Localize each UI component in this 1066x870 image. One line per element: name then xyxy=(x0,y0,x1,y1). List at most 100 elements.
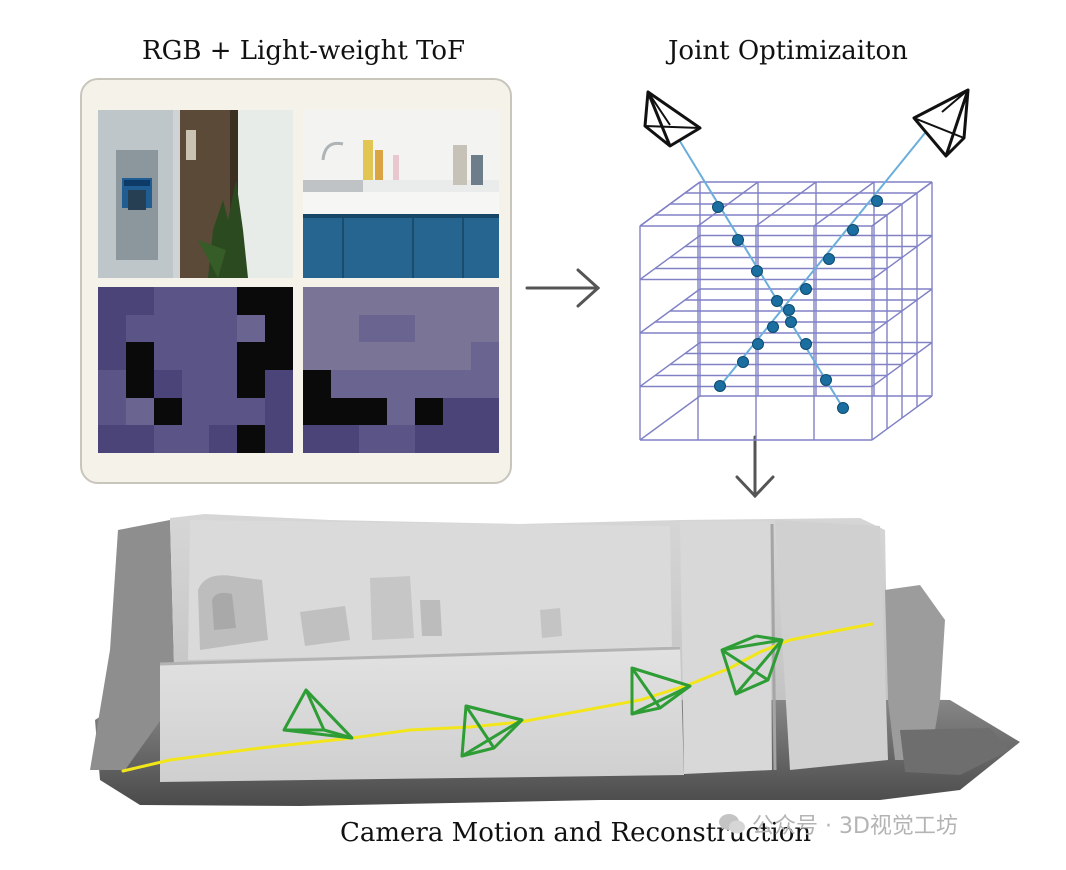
tof-pixel xyxy=(209,397,238,426)
tof-pixel xyxy=(181,397,210,426)
tof-pixel xyxy=(443,287,471,315)
tof-pixel xyxy=(387,369,415,398)
sample-point xyxy=(847,224,859,236)
tof-pixel xyxy=(443,314,471,343)
tof-pixel xyxy=(471,369,499,398)
sample-point xyxy=(732,234,744,246)
camera-frustum-icon xyxy=(912,88,970,158)
tof-pixel xyxy=(415,425,443,453)
watermark-text: 公众号 · 3D视觉工坊 xyxy=(752,814,958,839)
tof-pixel xyxy=(265,369,293,398)
tof-pixel xyxy=(237,287,266,315)
tof-pixel xyxy=(125,287,154,315)
tof-pixel xyxy=(153,314,182,343)
tof-pixel xyxy=(265,314,293,343)
tof-pixel xyxy=(415,342,443,370)
tof-pixel xyxy=(209,369,238,398)
tof-pixel xyxy=(415,287,443,315)
sample-point xyxy=(837,402,849,414)
tof-pixel xyxy=(265,342,293,370)
tof-pixel xyxy=(359,287,387,315)
tof-pixel xyxy=(387,425,415,453)
tof-pixel xyxy=(387,397,415,426)
sample-point xyxy=(752,338,764,350)
sample-point xyxy=(783,304,795,316)
camera-frustum-icon xyxy=(282,688,354,740)
sample-points xyxy=(712,195,883,414)
tof-pixel xyxy=(98,425,126,453)
tof-pixel xyxy=(265,425,293,453)
tof-pixel xyxy=(387,314,415,343)
tof-pixel xyxy=(237,314,266,343)
tof-pixel xyxy=(98,342,126,370)
tof-pixel xyxy=(98,397,126,426)
tof-pixel xyxy=(153,425,182,453)
tof-pixel xyxy=(181,369,210,398)
sample-point xyxy=(800,338,812,350)
tof-depth-map-left xyxy=(98,287,293,453)
tof-pixel xyxy=(237,425,266,453)
sample-point xyxy=(712,201,724,213)
tof-pixel xyxy=(125,425,154,453)
sample-point xyxy=(767,321,779,333)
tof-pixel xyxy=(359,425,387,453)
tof-pixel xyxy=(387,342,415,370)
tof-pixel xyxy=(303,397,331,426)
tof-pixel xyxy=(471,342,499,370)
tof-pixel xyxy=(303,314,331,343)
rgb-image-door xyxy=(98,110,293,278)
tof-pixel xyxy=(471,287,499,315)
wechat-logo-icon xyxy=(718,812,746,842)
tof-pixel xyxy=(125,314,154,343)
sample-point xyxy=(823,253,835,265)
tof-pixel xyxy=(237,369,266,398)
tof-pixel xyxy=(209,287,238,315)
rgb-image-kitchen xyxy=(303,110,499,278)
tof-pixel xyxy=(471,425,499,453)
tof-pixel xyxy=(237,342,266,370)
tof-pixel xyxy=(443,342,471,370)
sample-point xyxy=(785,316,797,328)
camera-frustum-icon xyxy=(460,704,524,758)
camera-frustum-icon xyxy=(643,90,702,148)
tof-pixel xyxy=(471,314,499,343)
watermark: 公众号 · 3D视觉工坊 xyxy=(718,808,958,842)
tof-pixel xyxy=(265,287,293,315)
tof-pixel xyxy=(303,287,331,315)
tof-pixel xyxy=(265,397,293,426)
tof-pixel xyxy=(98,369,126,398)
tof-pixel xyxy=(303,342,331,370)
voxel-grid xyxy=(639,181,933,441)
tof-pixel xyxy=(237,397,266,426)
tof-pixel xyxy=(331,287,359,315)
tof-pixel xyxy=(415,369,443,398)
sample-point xyxy=(771,295,783,307)
tof-pixel xyxy=(331,342,359,370)
tof-pixel xyxy=(209,425,238,453)
tof-pixel xyxy=(331,314,359,343)
tof-pixel xyxy=(331,397,359,426)
camera-frustum-icon xyxy=(630,666,692,716)
tof-pixel xyxy=(359,397,387,426)
tof-pixel xyxy=(303,369,331,398)
sample-point xyxy=(714,380,726,392)
tof-pixel xyxy=(359,314,387,343)
tof-pixel xyxy=(331,369,359,398)
voxel-edge xyxy=(639,395,701,441)
tof-pixel xyxy=(153,287,182,315)
tof-pixel xyxy=(443,425,471,453)
tof-pixel xyxy=(98,314,126,343)
tof-depth-map-right xyxy=(303,287,499,453)
sample-point xyxy=(737,356,749,368)
tof-pixel xyxy=(125,342,154,370)
tof-pixel xyxy=(359,342,387,370)
tof-pixel xyxy=(181,342,210,370)
tof-pixel xyxy=(181,425,210,453)
optimization-title: Joint Optimizaiton xyxy=(668,36,908,66)
tof-pixel xyxy=(415,397,443,426)
input-title: RGB + Light-weight ToF xyxy=(142,36,466,66)
tof-pixel xyxy=(359,369,387,398)
tof-pixel xyxy=(209,314,238,343)
